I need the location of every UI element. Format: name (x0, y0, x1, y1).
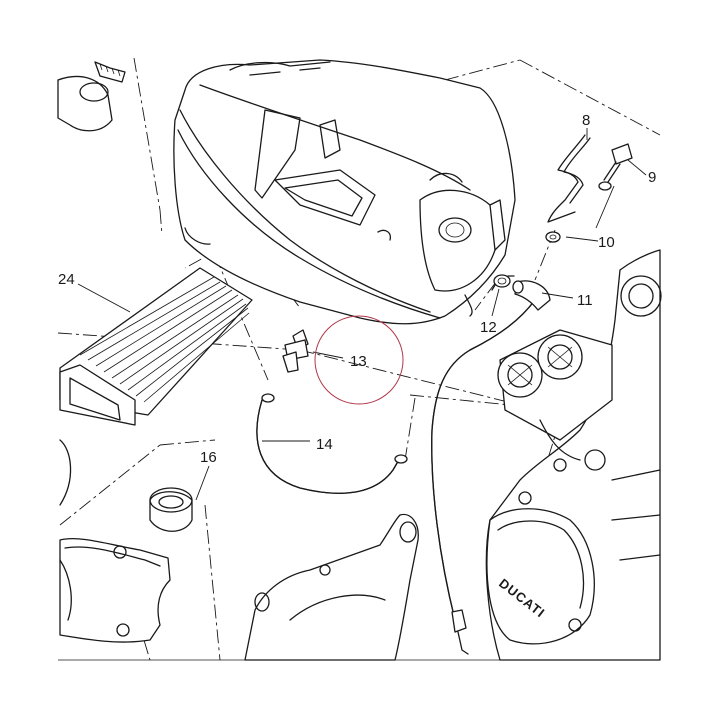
bolt-9 (603, 143, 633, 183)
leader-lines (77, 128, 647, 501)
long-hose-11 (431, 280, 551, 655)
fuel-tank (173, 59, 516, 325)
intake-elbow (57, 61, 126, 132)
engine-cover (244, 513, 419, 661)
manifold-flange (59, 537, 171, 643)
callout-9: 9 (648, 169, 656, 186)
hose-14 (256, 393, 408, 494)
callout-13: 13 (350, 353, 367, 370)
callout-labels: 8 9 10 11 12 13 14 16 24 (58, 112, 656, 466)
callout-14: 14 (316, 436, 333, 453)
callout-10: 10 (598, 234, 615, 251)
air-filter (59, 267, 253, 506)
grommet-16 (149, 487, 193, 532)
bracket-8 (547, 134, 591, 223)
hose-clamp-12 (491, 274, 515, 291)
engine-block: DUCATI (485, 249, 662, 661)
highlight-circle (314, 315, 404, 405)
callout-12: 12 (480, 319, 497, 336)
callout-11: 11 (577, 292, 593, 309)
callout-8: 8 (582, 112, 590, 129)
callout-16: 16 (200, 449, 217, 466)
washers-10 (545, 181, 612, 243)
breather-valve (282, 329, 309, 373)
callout-24: 24 (58, 271, 75, 288)
